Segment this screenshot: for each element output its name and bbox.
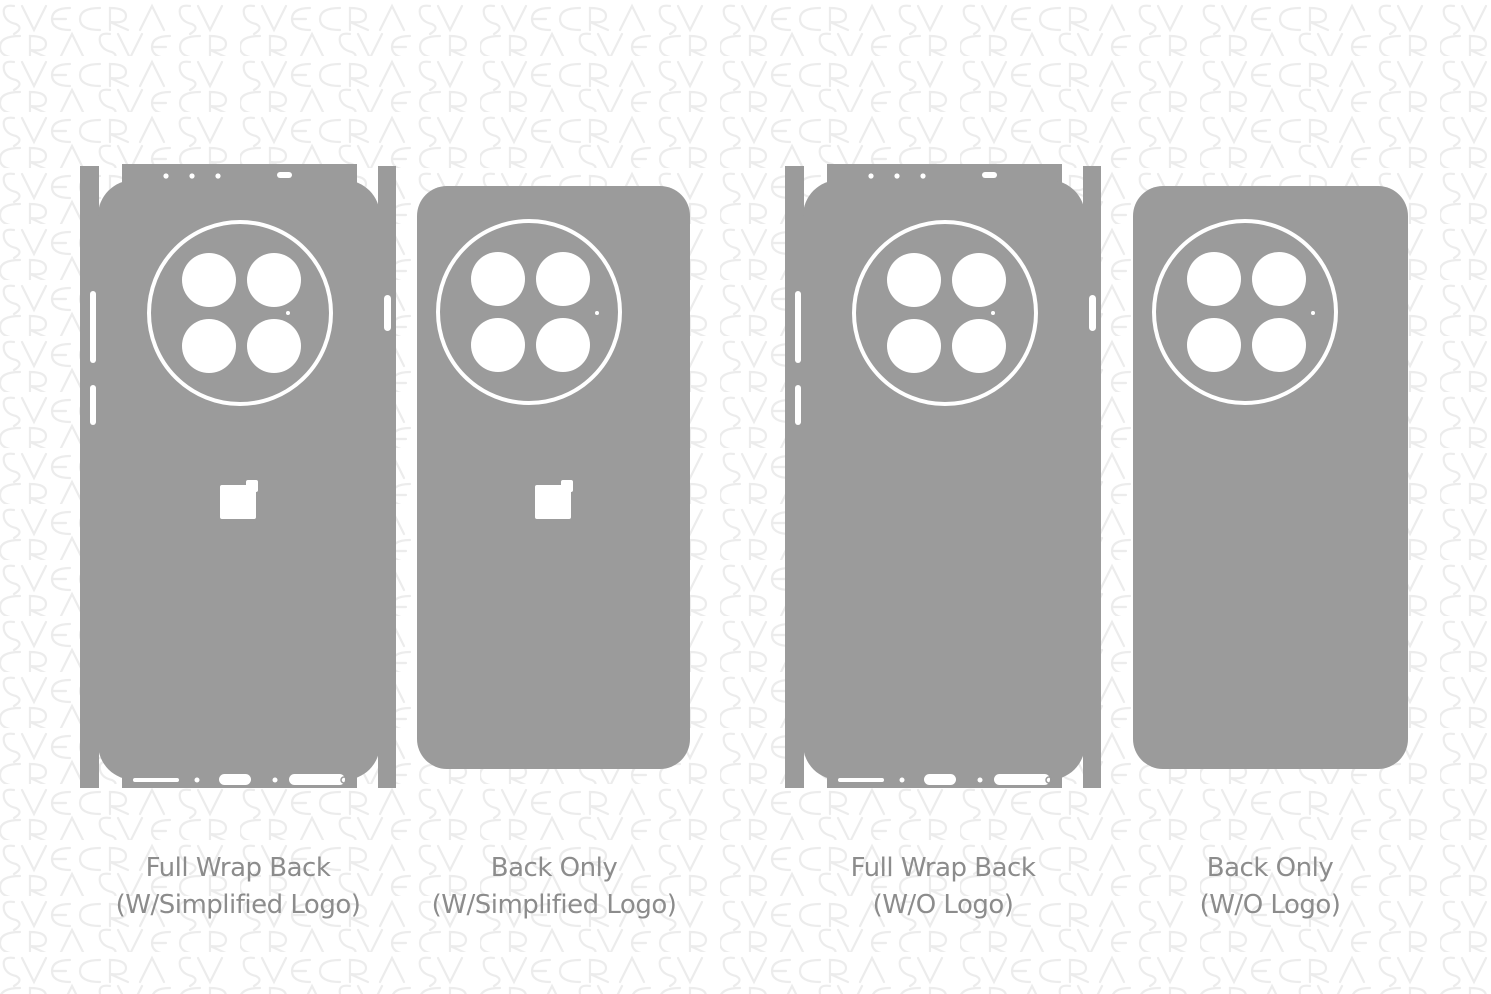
caption-full-wrap-with-logo: Full Wrap Back (W/Simplified Logo) xyxy=(88,850,388,924)
caption-subtitle: (W/O Logo) xyxy=(1199,890,1341,920)
caption-title: Back Only xyxy=(1206,853,1334,883)
full-wrap-template-with-logo xyxy=(80,164,396,788)
caption-back-only-with-logo: Back Only (W/Simplified Logo) xyxy=(404,850,704,924)
back-only-template-with-logo xyxy=(417,186,690,769)
caption-subtitle: (W/Simplified Logo) xyxy=(431,890,677,920)
caption-title: Back Only xyxy=(490,853,618,883)
caption-title: Full Wrap Back xyxy=(145,853,331,883)
caption-full-wrap-no-logo: Full Wrap Back (W/O Logo) xyxy=(793,850,1093,924)
caption-subtitle: (W/O Logo) xyxy=(872,890,1014,920)
back-only-template-no-logo xyxy=(1133,186,1408,769)
full-wrap-template-no-logo xyxy=(785,164,1101,788)
caption-back-only-no-logo: Back Only (W/O Logo) xyxy=(1120,850,1420,924)
logo-icon xyxy=(220,480,258,519)
caption-title: Full Wrap Back xyxy=(850,853,1036,883)
caption-subtitle: (W/Simplified Logo) xyxy=(115,890,361,920)
logo-icon xyxy=(535,480,573,519)
